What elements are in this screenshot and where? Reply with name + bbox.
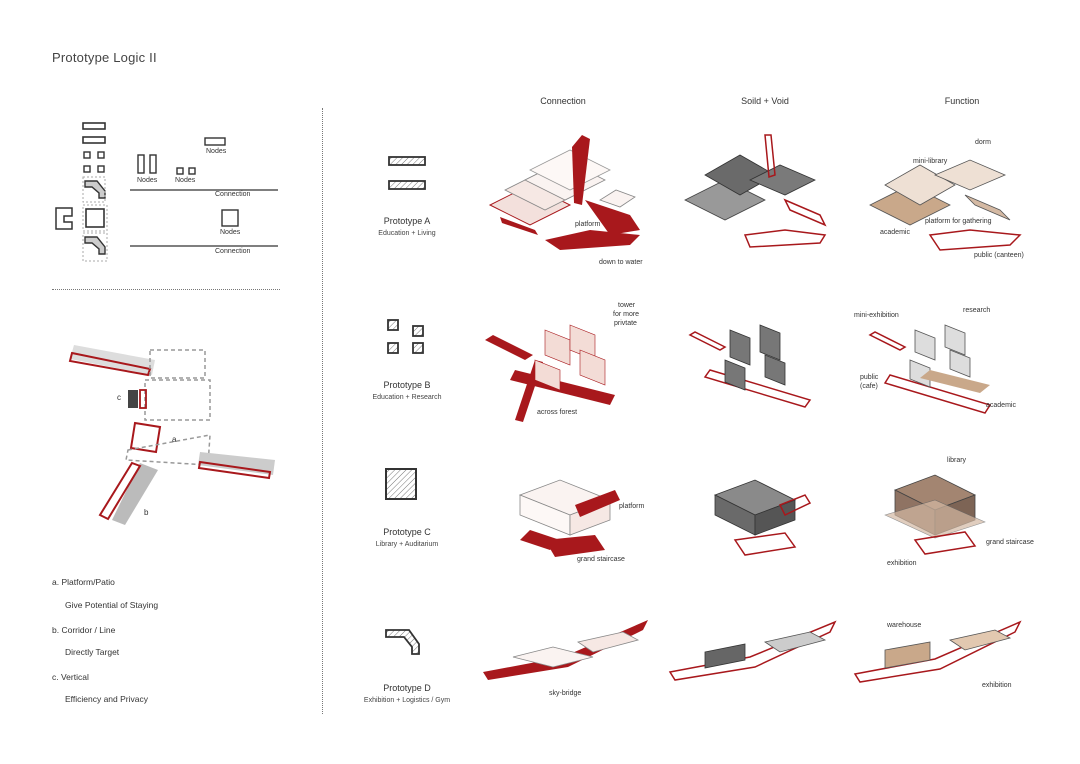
prototype-b-function-label: research [963,307,990,314]
prototype-d-name: Prototype D [342,683,472,693]
plan-label-b: b [144,508,148,517]
prototype-a-connection-label: down to water [599,259,643,266]
prototype-a-name: Prototype A [342,216,472,226]
prototype-c-connection-label: platform [619,503,644,510]
prototype-a-function-label: mini-library [913,158,947,165]
connection-label: Connection [215,248,250,255]
legend-item-desc: Give Potential of Staying [65,600,158,610]
prototype-d-function-diagram [855,612,1025,687]
nodes-label: Nodes [175,177,195,184]
prototype-a-symbol [388,155,428,195]
nodes-label: Nodes [220,229,240,236]
prototype-a-function-label: public (canteen) [974,252,1024,259]
column-header-connection: Connection [503,96,623,106]
prototype-d-function-label: warehouse [887,622,921,629]
prototype-d-connection-label: sky-bridge [549,690,581,697]
prototype-a-function-label: platform for gathering [925,218,992,225]
prototype-c-connection-label: grand staircase [577,556,625,563]
prototype-b-connection-label: privtate [614,320,637,327]
prototype-a-subtitle: Education + Living [342,230,472,237]
prototype-c-subtitle: Library + Auditarium [342,541,472,548]
prototype-d-subtitle: Exhibition + Logistics / Gym [342,697,472,704]
column-header-function: Function [902,96,1022,106]
prototype-a-function-diagram [870,135,1030,265]
prototype-c-function-label: grand staircase [986,539,1034,546]
prototype-b-subtitle: Education + Research [342,394,472,401]
prototype-b-symbol [387,318,427,358]
legend-item-title: a. Platform/Patio [52,577,115,587]
plan-label-a: a [172,435,176,444]
prototype-b-function-label: mini-exhibition [854,312,899,319]
legend-item-title: c. Vertical [52,672,89,682]
prototype-d-function-label: exhibition [982,682,1012,689]
prototype-b-connection-label: for more [613,311,639,318]
prototype-b-connection-label: across forest [537,409,577,416]
prototype-a-connection-diagram [490,135,650,265]
prototype-d-symbol [385,628,425,668]
prototype-c-name: Prototype C [342,527,472,537]
prototype-c-function-label: exhibition [887,560,917,567]
legend-item-desc: Efficiency and Privacy [65,694,148,704]
prototype-d-connection-diagram [483,612,653,692]
prototype-b-connection-label: tower [618,302,635,309]
prototype-d-solid-void-diagram [670,612,840,687]
prototype-c-solid-void-diagram [690,465,820,565]
horizontal-divider [52,289,280,290]
prototype-b-name: Prototype B [342,380,472,390]
legend-item-desc: Directly Target [65,647,119,657]
prototype-c-function-label: library [947,457,966,464]
prototype-b-solid-void-diagram [690,305,840,430]
prototype-b-function-label: (cafe) [860,383,878,390]
nodes-label: Nodes [137,177,157,184]
prototype-b-function-diagram [860,305,1030,430]
logic-diagram [50,115,290,275]
prototype-b-function-label: academic [986,402,1016,409]
prototype-c-connection-diagram [500,465,650,570]
prototype-a-connection-label: platform [575,221,600,228]
plan-label-c: c [117,393,121,402]
prototype-a-function-label: academic [880,229,910,236]
plan-diagram [60,335,285,530]
prototype-c-symbol [385,468,425,508]
legend-item-title: b. Corridor / Line [52,625,115,635]
column-header-solid-void: Soild + Void [705,96,825,106]
page-title: Prototype Logic II [52,50,157,65]
prototype-a-function-label: dorm [975,139,991,146]
connection-label: Connection [215,191,250,198]
vertical-divider [322,108,323,714]
prototype-c-function-diagram [875,460,1005,565]
nodes-label: Nodes [206,148,226,155]
prototype-a-solid-void-diagram [685,135,835,265]
prototype-b-function-label: public [860,374,878,381]
